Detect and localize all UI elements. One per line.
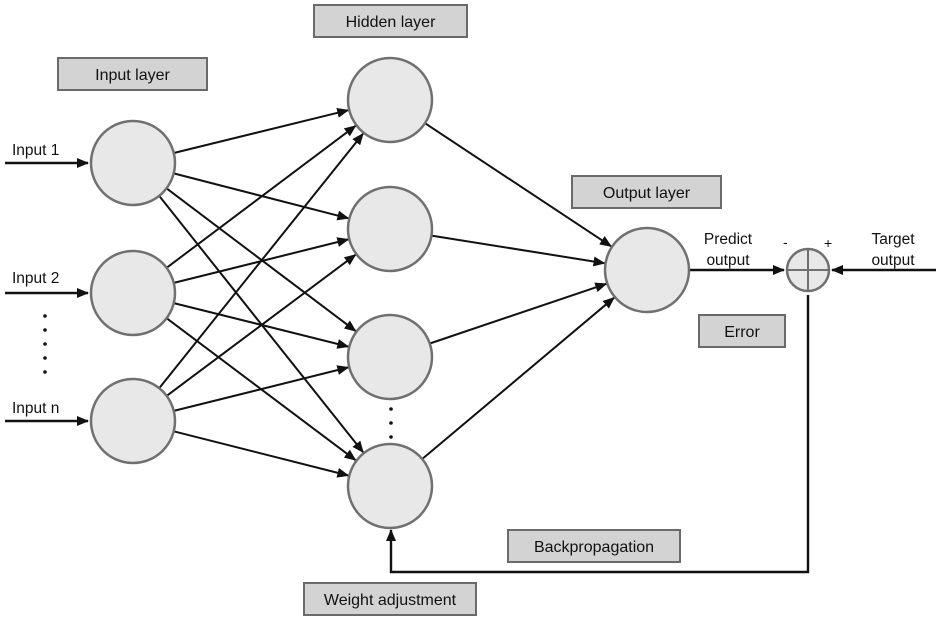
edge-hidden-4-output	[421, 296, 615, 460]
predict-output-label-line-1: Predict	[704, 231, 753, 248]
edge-hidden-1-output	[424, 122, 612, 248]
input-arrows	[5, 158, 89, 426]
minus-sign: -	[783, 234, 788, 250]
error-text: Error	[724, 324, 760, 341]
weight-adjustment-text: Weight adjustment	[324, 592, 457, 609]
output-node	[603, 226, 691, 314]
edge-input-3-hidden-2	[166, 253, 357, 397]
summing-junction	[785, 247, 831, 293]
hidden-layer-nodes	[346, 56, 434, 530]
hidden-node-3	[346, 313, 434, 401]
input-node-2	[89, 249, 177, 337]
hidden-layer-label: Hidden layer	[313, 4, 468, 38]
input-layer-label: Input layer	[57, 57, 208, 91]
backpropagation-path	[386, 295, 810, 574]
edge-input-3-hidden-4	[173, 430, 350, 478]
hidden-layer-title: Hidden layer	[346, 14, 437, 31]
input-layer-title: Input layer	[95, 67, 170, 84]
input-1-label: Input 1	[12, 142, 59, 159]
error-label: Error	[698, 314, 786, 348]
backpropagation-text: Backpropagation	[534, 539, 654, 556]
connections	[158, 107, 615, 478]
target-output-label-line-2: output	[871, 252, 915, 269]
hidden-ellipsis-dots	[389, 407, 393, 439]
input-2-label: Input 2	[12, 270, 59, 287]
plus-sign: +	[824, 235, 832, 251]
input-ellipsis-dots	[43, 314, 47, 374]
edge-input-3-hidden-1	[158, 132, 364, 389]
hidden-node-1	[346, 56, 434, 144]
edge-input-2-hidden-1	[165, 125, 357, 269]
output-layer-title: Output layer	[603, 185, 691, 202]
weight-adjustment-label: Weight adjustment	[303, 582, 477, 616]
input-n-label: Input n	[12, 400, 59, 417]
output-layer-label: Output layer	[571, 175, 722, 209]
backpropagation-label: Backpropagation	[507, 529, 681, 563]
hidden-node-2	[346, 185, 434, 273]
edge-input-1-hidden-1	[173, 107, 350, 154]
input-node-n	[89, 377, 177, 465]
predict-output-label-line-2: output	[706, 252, 750, 269]
edge-input-3-hidden-3	[173, 365, 350, 412]
input-layer-nodes	[89, 119, 177, 465]
target-output-label-line-1: Target	[871, 231, 915, 248]
edge-hidden-3-output	[429, 282, 608, 345]
hidden-node-4	[346, 442, 434, 530]
edge-hidden-2-output	[431, 234, 606, 267]
input-node-1	[89, 119, 177, 207]
